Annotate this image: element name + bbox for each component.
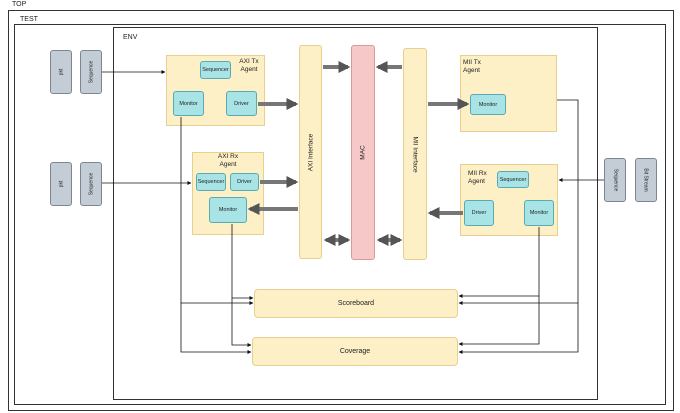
agent-title-line2: Agent (468, 178, 485, 185)
axi-tx-sequencer: Sequencer (200, 61, 231, 79)
axi-interface: AXI Interface (299, 45, 322, 259)
test-label: TEST (20, 16, 38, 23)
mii-rx-monitor: Monitor (524, 200, 554, 226)
top-frame (8, 10, 674, 411)
wire-mii-tx-mon (458, 99, 579, 354)
agent-title-line1: MII Tx (463, 59, 481, 66)
coverage-block: Coverage (252, 337, 458, 366)
scoreboard-block: Scoreboard (254, 289, 458, 318)
axi-tx-monitor: Monitor (173, 91, 204, 116)
mii-rx-sequencer: Sequencer (497, 171, 529, 188)
agent-title-line1: AXI Rx (217, 153, 239, 160)
axi-tx-driver: Driver (226, 91, 257, 116)
env-frame (113, 27, 598, 400)
wire-axi-rx-mon-cov (231, 298, 252, 347)
mii-tx-agent (460, 55, 557, 132)
mac-block: MAC (351, 45, 375, 260)
pkt-box-lower: pkt (50, 162, 72, 206)
wire-mii-rx-mon-cov (458, 296, 540, 346)
axi-tx-title: AXI Tx Agent (234, 58, 264, 74)
wire-axi-tx-mon-cov (180, 303, 252, 354)
agent-title-line2: Agent (463, 67, 480, 74)
axi-rx-monitor: Monitor (209, 197, 247, 223)
agent-title-line2: Agent (240, 66, 258, 73)
agent-title-line2: Agent (219, 161, 237, 168)
mii-rx-title: MII Rx Agent (468, 170, 492, 186)
top-label: TOP (12, 1, 27, 8)
sequence-box-right: Sequence (604, 158, 626, 202)
agent-title-line1: MII Rx (468, 170, 487, 177)
agent-title-line1: AXI Tx (239, 58, 259, 65)
wire-axi-tx-mon (180, 117, 254, 305)
sequence-box-lower: Sequence (80, 162, 102, 206)
wire-axi-rx-mon (231, 224, 254, 300)
axi-rx-agent (192, 152, 264, 235)
bitstream-box: Bit Stream (635, 158, 657, 202)
axi-rx-title: AXI Rx Agent (212, 153, 244, 169)
sequence-box-upper: Sequence (80, 50, 102, 94)
env-label: ENV (123, 34, 138, 41)
mii-tx-title: MII Tx Agent (463, 59, 487, 75)
mii-rx-driver: Driver (464, 200, 494, 226)
test-frame (14, 24, 666, 405)
wire-mii-rx-mon (458, 227, 540, 298)
pkt-box-upper: pkt (50, 50, 72, 94)
axi-rx-sequencer: Sequencer (196, 173, 226, 191)
axi-rx-driver: Driver (230, 173, 259, 191)
mii-tx-monitor: Monitor (470, 94, 506, 115)
mii-interface: MII Interface (403, 48, 427, 260)
